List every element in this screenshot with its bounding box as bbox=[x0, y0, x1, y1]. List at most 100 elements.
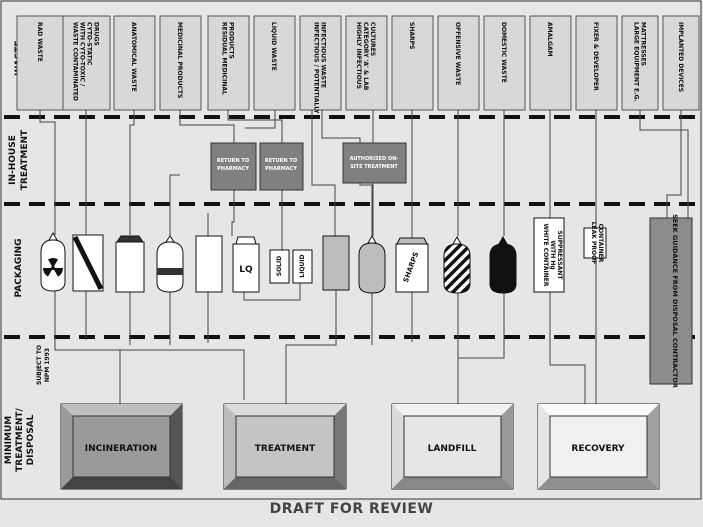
treatment-2-line-1: RETURN TO bbox=[265, 158, 297, 164]
infectious-bag bbox=[358, 242, 386, 294]
leak-proof-line-2: CONTAINER bbox=[597, 224, 604, 263]
waste-type-label: WITH CYTO-TOXIC / bbox=[79, 22, 86, 87]
treatment-3-line-1: AUTHORISED ON- bbox=[350, 156, 399, 162]
waste-type-label: HIGHLY INFECTIOUS bbox=[355, 22, 362, 89]
incineration-face bbox=[72, 415, 171, 478]
recovery-face bbox=[549, 415, 648, 478]
solid-container bbox=[269, 249, 290, 284]
connector-lines bbox=[39, 110, 689, 404]
bag-tie-2 bbox=[165, 235, 175, 243]
waste-type-label: DOMESTIC WASTE bbox=[500, 22, 507, 83]
line-rad bbox=[39, 110, 56, 235]
row-label-disposal-2: TREATMENT/ bbox=[15, 407, 25, 471]
waste-type-label: SHARPS bbox=[408, 22, 415, 49]
waste-type-label: INFECTIOUS WASTE bbox=[320, 22, 327, 88]
waste-type-label: WASTE CONTAMINATED bbox=[72, 22, 79, 101]
recovery-label: RECOVERY bbox=[571, 444, 625, 454]
diagram-canvas: WASTE IN-HOUSE TREATMENT PACKAGING MINIM… bbox=[0, 0, 702, 500]
white-container-line-2: WITH Hg bbox=[549, 240, 556, 269]
waste-box-highly-infectious bbox=[345, 15, 388, 111]
sharps-lid bbox=[396, 237, 428, 245]
waste-box-medicinal bbox=[159, 15, 202, 111]
waste-type-label: MATTRESSES bbox=[640, 22, 647, 66]
treatment-1-line-2: PHARMACY bbox=[217, 166, 249, 172]
waste-type-label: AMALGAM bbox=[546, 22, 553, 57]
treatment-face bbox=[235, 415, 335, 478]
landfill-face bbox=[403, 415, 502, 478]
treatment-3-line-2: SITE TREATMENT bbox=[350, 164, 398, 170]
disposal-incineration: INCINERATION bbox=[60, 403, 183, 490]
seek-guidance-label: SEEK GUIDANCE FROM DISPOSAL CONTRACTOR bbox=[671, 214, 679, 388]
disposal-treatment: TREATMENT bbox=[223, 403, 347, 490]
disposal-landfill: LANDFILL bbox=[391, 403, 514, 490]
waste-box-cytotoxic bbox=[62, 15, 111, 111]
white-container-line-3: SUPPRESSANT bbox=[556, 231, 563, 281]
leak-proof-container bbox=[583, 227, 607, 259]
treatment-return-pharmacy-2 bbox=[259, 142, 304, 191]
waste-type-label: ANATOMICAL WASTE bbox=[130, 22, 137, 92]
domestic-waste-bag bbox=[489, 243, 517, 294]
row-label-inhouse-2: TREATMENT bbox=[20, 129, 30, 190]
row-label-packaging: PACKAGING bbox=[14, 239, 24, 298]
anatomical-container bbox=[115, 241, 145, 293]
line-to-treatment bbox=[285, 290, 337, 404]
line-pharmacy-1-down bbox=[231, 190, 235, 236]
leak-proof-line-1: LEAK PROOF bbox=[590, 222, 597, 265]
line-infectious-1 bbox=[311, 110, 336, 236]
white-container-hg bbox=[533, 217, 565, 293]
waste-type-label: RAD WASTE bbox=[36, 22, 43, 62]
anatomical-lid bbox=[116, 235, 144, 243]
waste-box-implanted bbox=[662, 15, 700, 111]
line-domestic-out bbox=[458, 292, 505, 359]
waste-type-label: CATEGORY 'A' & LAB bbox=[362, 22, 369, 91]
packaging-row: LQ SOLID LIQUID SHARPS WHITE CONTAINER W… bbox=[40, 214, 693, 388]
draft-footer: DRAFT FOR REVIEW bbox=[269, 501, 434, 517]
diagram-border bbox=[0, 0, 702, 500]
line-to-incineration-1 bbox=[54, 290, 245, 400]
waste-type-label: CYTO-STATIC bbox=[86, 22, 93, 66]
cytotoxic-stripe bbox=[72, 235, 104, 291]
waste-type-label: DRUGS bbox=[93, 22, 100, 46]
lq-container bbox=[232, 243, 260, 293]
incineration-label: INCINERATION bbox=[85, 444, 157, 454]
bag-tie-4 bbox=[452, 235, 462, 245]
waste-type-label: LIQUID WASTE bbox=[270, 22, 277, 71]
medicinal-bag bbox=[156, 241, 184, 293]
waste-box-liquid bbox=[253, 15, 296, 111]
line-liquid-branch bbox=[245, 110, 276, 129]
line-residual-to-pharmacy bbox=[227, 110, 283, 143]
disposal-recovery: RECOVERY bbox=[537, 403, 660, 490]
waste-box-rad bbox=[16, 15, 65, 111]
waste-type-label: INFECTIOUS / POTENTIALLY bbox=[313, 22, 320, 114]
waste-type-label: RESIDUAL MEDICINAL bbox=[221, 22, 228, 95]
treatment-onsite bbox=[342, 142, 407, 184]
white-container-line-1: WHITE CONTAINER bbox=[542, 224, 549, 287]
bag-tie-3 bbox=[367, 234, 377, 244]
waste-box-infectious bbox=[299, 15, 342, 111]
waste-box-domestic bbox=[483, 15, 526, 111]
line-medicinal-pack bbox=[169, 174, 180, 236]
waste-type-label: MEDICINAL PRODUCTS bbox=[176, 22, 183, 98]
line-anatomical bbox=[129, 110, 135, 235]
row-label-disposal-1: MINIMUM bbox=[4, 416, 14, 464]
treatment-return-pharmacy-1 bbox=[210, 142, 257, 191]
waste-type-label: FIXER & DEVELOPER bbox=[592, 22, 599, 91]
source-note-1: SUBJECT TO bbox=[36, 345, 43, 385]
waste-box-residual bbox=[207, 15, 250, 111]
medicinal-bag-band bbox=[157, 268, 183, 275]
line-implanted bbox=[666, 110, 682, 218]
bag-tie bbox=[48, 231, 58, 241]
source-note-2: NPM 1993 bbox=[44, 348, 51, 382]
line-lq-link bbox=[243, 283, 301, 301]
waste-box-sharps bbox=[391, 15, 434, 111]
treatment-2-line-2: PHARMACY bbox=[265, 166, 297, 172]
waste-type-label: OFFENSIVE WASTE bbox=[454, 22, 461, 85]
landfill-label: LANDFILL bbox=[428, 444, 477, 454]
waste-type-label: CULTURES bbox=[369, 22, 376, 56]
bag-tie-5 bbox=[498, 235, 508, 245]
row-label-inhouse-1: IN-HOUSE bbox=[8, 135, 18, 185]
row-separators bbox=[4, 115, 700, 339]
liquid-container bbox=[292, 249, 313, 284]
